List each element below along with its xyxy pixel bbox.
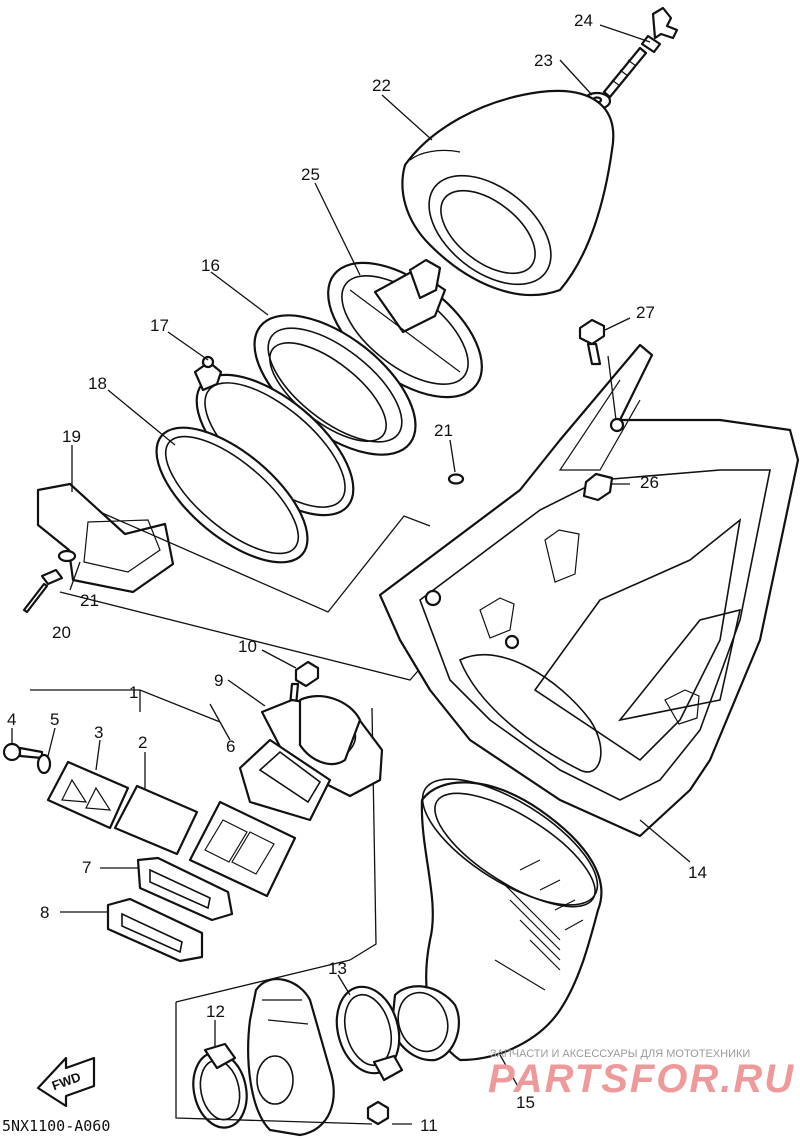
- part-22-air-filter: [401, 89, 615, 297]
- part-6-reed-block: [238, 738, 332, 822]
- part-11-nut: [366, 1100, 390, 1126]
- watermark-brand: PARTSFOR.RU: [488, 1057, 795, 1101]
- callout-18: 18: [88, 374, 107, 393]
- part-2-reed-plate: [113, 784, 199, 856]
- callout-5: 5: [50, 710, 59, 729]
- part-7-gasket: [136, 856, 234, 922]
- callout-7: 7: [82, 858, 91, 877]
- part-21-washer-lower: [57, 549, 77, 563]
- leader-lines: [11, 24, 691, 1125]
- watermark-caption: ЗАПЧАСТИ И АКСЕССУАРЫ ДЛЯ МОТОТЕХНИКИ: [490, 1048, 750, 1060]
- part-26-nut: [582, 472, 614, 502]
- part-18-seal: [155, 426, 309, 564]
- callout-14: 14: [688, 863, 707, 882]
- part-19-plate: [36, 482, 175, 594]
- callout-10: 10: [238, 637, 257, 656]
- callout-23: 23: [534, 51, 553, 70]
- callout-26: 26: [640, 473, 659, 492]
- part-15-intake-boot: [390, 778, 603, 1062]
- part-9-intake-manifold: [260, 695, 384, 798]
- part-14-filter-case: [378, 343, 800, 838]
- callout-labels: 24 23 22 25 16 17 18 19 27 21 26 21 20 1…: [7, 11, 707, 1135]
- diagram-code: 5NX1100-A060: [2, 1117, 110, 1135]
- part-6-reed-cage: [188, 800, 297, 898]
- callout-15: 15: [516, 1093, 535, 1112]
- part-24-wing-bolt: [602, 6, 679, 99]
- callout-4: 4: [7, 710, 16, 729]
- callout-22: 22: [372, 76, 391, 95]
- callout-24: 24: [574, 11, 593, 30]
- part-3-reed: [46, 760, 130, 830]
- callout-13: 13: [328, 959, 347, 978]
- part-27-bolt: [578, 318, 606, 366]
- watermark: ЗАПЧАСТИ И АКСЕССУАРЫ ДЛЯ МОТОТЕХНИКИ PA…: [488, 1048, 795, 1101]
- callout-8: 8: [40, 903, 49, 922]
- part-13-clamp: [335, 985, 404, 1082]
- callout-21-upper: 21: [434, 421, 453, 440]
- callout-9: 9: [214, 671, 223, 690]
- part-4-screw: [2, 742, 44, 762]
- callout-11: 11: [420, 1116, 438, 1135]
- callout-17: 17: [150, 316, 169, 335]
- fwd-arrow-icon: FWD: [36, 1056, 96, 1108]
- callout-19: 19: [62, 427, 81, 446]
- part-20-screw: [22, 568, 64, 614]
- part-8-gasket: [106, 897, 204, 963]
- carburetor-outline: [247, 978, 335, 1137]
- callout-2: 2: [138, 733, 147, 752]
- callout-16: 16: [201, 256, 220, 275]
- callout-21-lower: 21: [80, 591, 99, 610]
- callout-27: 27: [636, 303, 655, 322]
- callout-6: 6: [226, 737, 235, 756]
- callout-3: 3: [94, 723, 103, 742]
- part-5-washer: [36, 753, 52, 775]
- callout-12: 12: [206, 1002, 225, 1021]
- callout-25: 25: [301, 165, 320, 184]
- callout-1: 1: [129, 683, 138, 702]
- part-12-clamp: [192, 1042, 248, 1129]
- callout-20: 20: [52, 623, 71, 642]
- part-21-washer-upper: [447, 473, 465, 485]
